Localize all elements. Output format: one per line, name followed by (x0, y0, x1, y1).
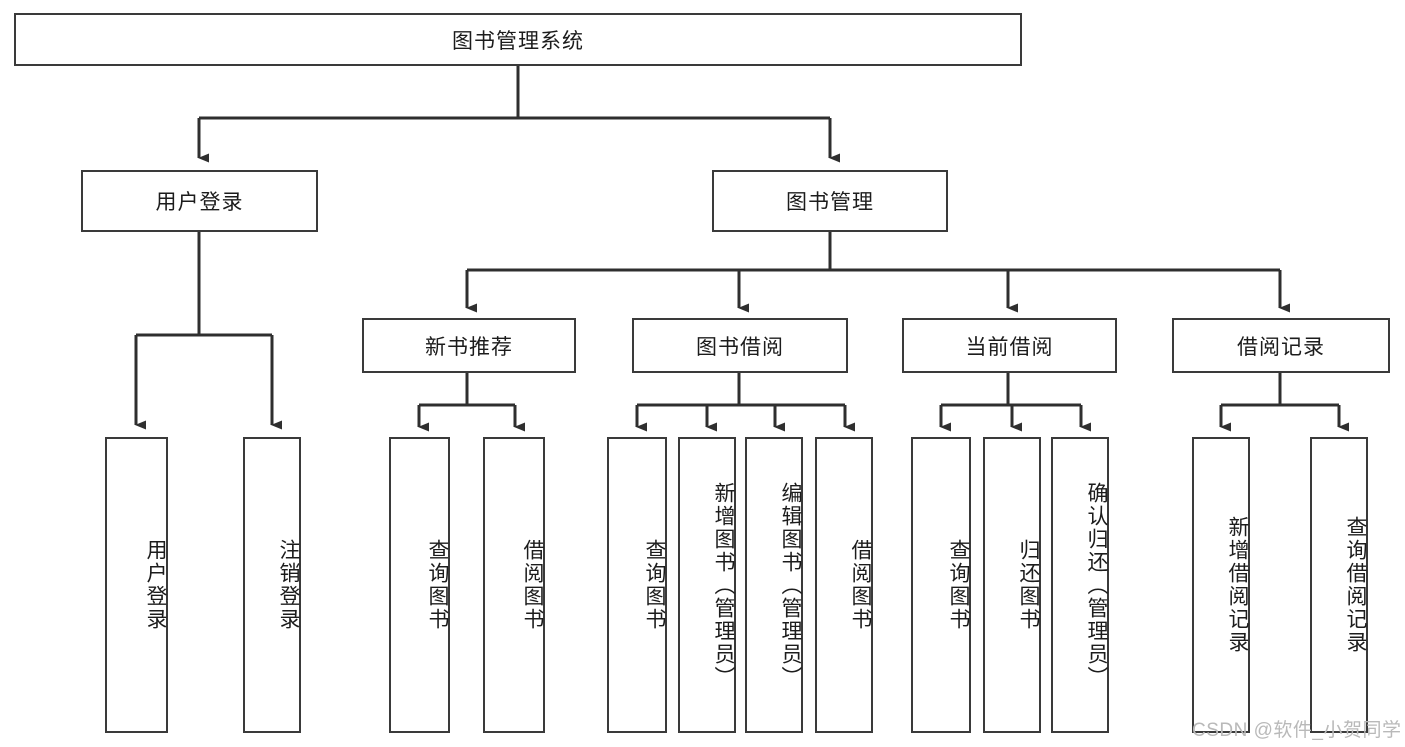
node-book-borrow-label: 图书借阅 (696, 335, 784, 359)
node-leaf-borrow-book-newbook-label: 借阅图书 (521, 539, 544, 631)
node-leaf-return-book[interactable]: 归还图书 (983, 437, 1041, 733)
node-leaf-add-book-admin[interactable]: 新增图书（管理员） (678, 437, 736, 733)
node-leaf-borrow-book[interactable]: 借阅图书 (815, 437, 873, 733)
node-leaf-logout[interactable]: 注销登录 (243, 437, 301, 733)
node-leaf-user-login-label: 用户登录 (144, 539, 167, 631)
node-leaf-add-book-admin-label: 新增图书（管理员） (712, 481, 735, 689)
node-book-management[interactable]: 图书管理 (712, 170, 948, 232)
node-leaf-query-book-current[interactable]: 查询图书 (911, 437, 971, 733)
node-leaf-query-book-newbook[interactable]: 查询图书 (389, 437, 450, 733)
watermark-text: CSDN @软件_小贺同学 (1192, 720, 1402, 741)
node-leaf-borrow-book-label: 借阅图书 (849, 539, 872, 631)
node-leaf-add-borrow-record[interactable]: 新增借阅记录 (1192, 437, 1250, 733)
node-leaf-add-borrow-record-label: 新增借阅记录 (1226, 516, 1249, 654)
node-current-borrow[interactable]: 当前借阅 (902, 318, 1117, 373)
node-leaf-query-book-newbook-label: 查询图书 (426, 539, 449, 631)
node-leaf-edit-book-admin[interactable]: 编辑图书（管理员） (745, 437, 803, 733)
node-borrow-record-label: 借阅记录 (1237, 335, 1325, 359)
node-user-login-label: 用户登录 (155, 191, 244, 214)
node-leaf-query-book-borrow-label: 查询图书 (643, 539, 666, 631)
node-user-login[interactable]: 用户登录 (81, 170, 318, 232)
node-borrow-record[interactable]: 借阅记录 (1172, 318, 1390, 373)
node-leaf-query-book-borrow[interactable]: 查询图书 (607, 437, 667, 733)
node-leaf-logout-label: 注销登录 (277, 539, 300, 631)
node-new-book-recommend[interactable]: 新书推荐 (362, 318, 576, 373)
node-leaf-borrow-book-newbook[interactable]: 借阅图书 (483, 437, 545, 733)
node-leaf-confirm-return-admin-label: 确认归还（管理员） (1085, 481, 1108, 689)
node-leaf-return-book-label: 归还图书 (1017, 539, 1040, 631)
node-leaf-edit-book-admin-label: 编辑图书（管理员） (779, 481, 802, 689)
node-leaf-query-borrow-record-label: 查询借阅记录 (1344, 516, 1367, 654)
node-book-borrow[interactable]: 图书借阅 (632, 318, 848, 373)
node-leaf-confirm-return-admin[interactable]: 确认归还（管理员） (1051, 437, 1109, 733)
node-current-borrow-label: 当前借阅 (965, 335, 1054, 359)
node-leaf-user-login[interactable]: 用户登录 (105, 437, 168, 733)
node-leaf-query-book-current-label: 查询图书 (947, 539, 970, 631)
node-root-label: 图书管理系统 (452, 29, 584, 53)
node-new-book-recommend-label: 新书推荐 (425, 335, 513, 359)
node-root[interactable]: 图书管理系统 (14, 13, 1022, 66)
node-leaf-query-borrow-record[interactable]: 查询借阅记录 (1310, 437, 1368, 733)
node-book-management-label: 图书管理 (786, 191, 874, 214)
